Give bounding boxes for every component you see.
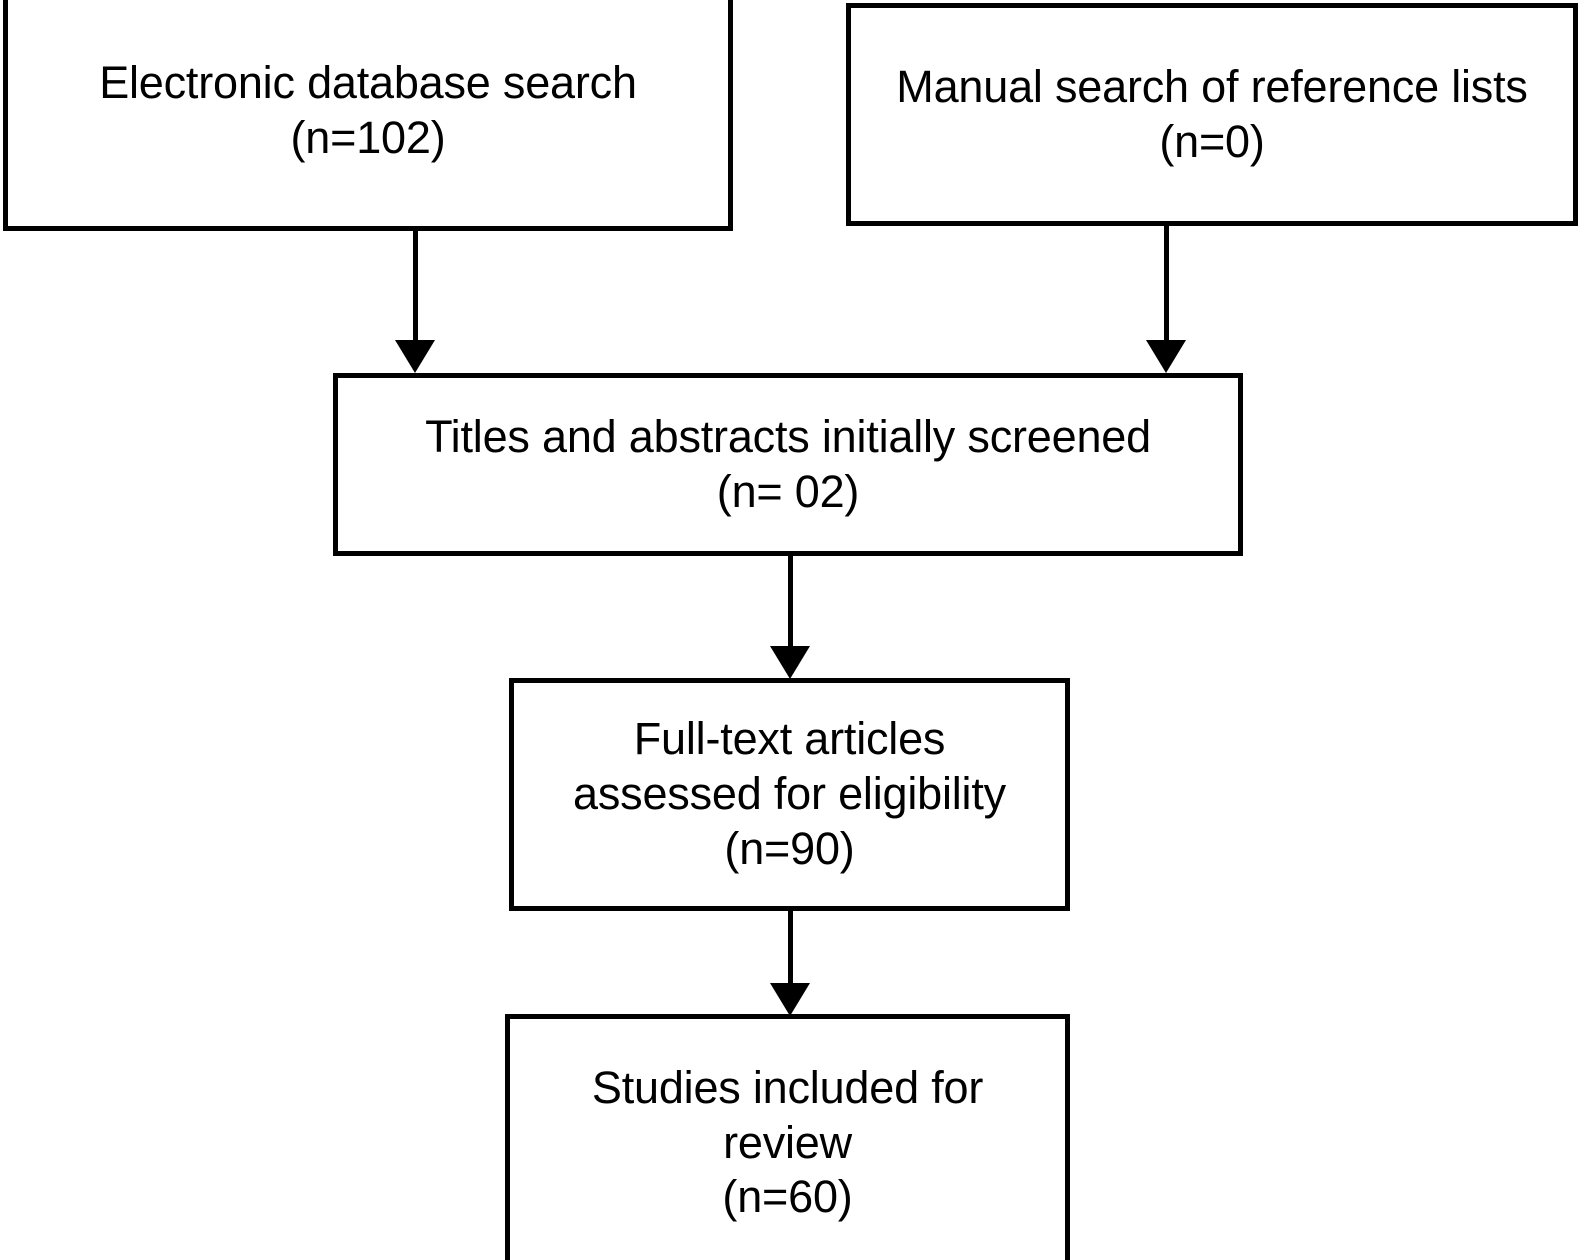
flow-node-manual-search-of-reference-lists-label: Manual search of reference lists (n=0)	[896, 60, 1528, 167]
arrow-shaft	[413, 226, 418, 346]
arrow-shaft	[1164, 226, 1169, 346]
flow-node-manual-search-of-reference-lists: Manual search of reference lists (n=0)	[846, 3, 1578, 226]
arrow-shaft	[788, 911, 793, 989]
flow-node-electronic-database-search: Electronic database search (n=102)	[3, 0, 733, 231]
arrow-head-down-icon	[1146, 340, 1186, 373]
arrow-head-down-icon	[770, 983, 810, 1016]
arrow-head-down-icon	[395, 340, 435, 373]
arrow-head-down-icon	[770, 646, 810, 679]
arrow-shaft	[788, 556, 793, 652]
flow-node-titles-and-abstracts-screened: Titles and abstracts initially screened …	[333, 373, 1243, 556]
flow-node-studies-included-for-review: Studies included for review (n=60)	[505, 1014, 1070, 1260]
flow-node-full-text-articles-assessed-label: Full-text articles assessed for eligibil…	[573, 713, 1006, 874]
flow-node-titles-and-abstracts-screened-label: Titles and abstracts initially screened …	[425, 410, 1151, 517]
flow-node-electronic-database-search-label: Electronic database search (n=102)	[99, 57, 637, 163]
flow-node-studies-included-for-review-label: Studies included for review (n=60)	[591, 1061, 984, 1223]
flow-node-full-text-articles-assessed: Full-text articles assessed for eligibil…	[509, 678, 1070, 911]
